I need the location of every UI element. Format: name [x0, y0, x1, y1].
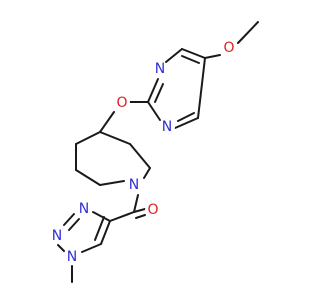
bond-o-c5: [204, 54, 221, 59]
bond-pip-6: [143, 167, 151, 179]
atom-n-triazole-1: N: [67, 249, 77, 265]
bond-c6-c5: [197, 57, 206, 119]
atom-n-pyrimidine-top: N: [155, 61, 165, 77]
bond-tri-n1-c5: [81, 243, 102, 253]
bond-n-carbonyl: [133, 194, 139, 213]
bond-c5-c4-double: [181, 55, 200, 64]
bond-tri-n3-n2-double: [68, 218, 80, 231]
bond-o-c4pip: [99, 111, 115, 133]
bond-n1-c6: [174, 117, 199, 129]
atom-n-piperidine: N: [129, 177, 139, 193]
bond-pip-1: [75, 131, 101, 145]
bond-carbonyl-c4: [109, 211, 135, 222]
atom-o-ether: O: [116, 95, 127, 111]
bond-n3-c2: [147, 78, 159, 103]
bond-c4-n3: [165, 48, 183, 63]
atom-n-triazole-2: N: [52, 228, 62, 244]
bond-c2-n1: [147, 101, 161, 121]
bond-tri-c4-n3: [92, 211, 111, 222]
bond-c-o-carbonyl: [133, 208, 146, 213]
bond-tri-c4-c5-double: [94, 216, 105, 241]
bond-pip-5: [75, 169, 101, 186]
atom-n-triazole-3: N: [79, 201, 89, 217]
bond-n3-c2-double: [154, 83, 164, 103]
atom-n-pyrimidine-bottom: N: [162, 119, 172, 135]
molecule-diagram: O N N O N O N N N: [49, 21, 259, 283]
bond-pip-4: [129, 143, 151, 169]
bond-tri-c4-c5: [100, 220, 111, 245]
bond-tri-n2-n1: [57, 244, 65, 252]
bond-pip-7: [99, 180, 125, 186]
bond-n1-c6-double: [177, 112, 195, 122]
bond-c5-c4: [181, 48, 206, 59]
atom-o-carbonyl: O: [147, 202, 158, 218]
structure-drawing: O N N O N O N N N: [49, 21, 259, 283]
atom-labels: O N N O N O N N N: [49, 40, 237, 265]
bond-methyl-o: [237, 21, 259, 44]
bond-pip-2: [99, 131, 131, 145]
bond-tri-n3-n2: [63, 213, 75, 226]
bonds: [57, 21, 259, 283]
bond-c-o-carbonyl-double: [135, 214, 146, 219]
atom-o-methoxy: O: [223, 40, 234, 56]
